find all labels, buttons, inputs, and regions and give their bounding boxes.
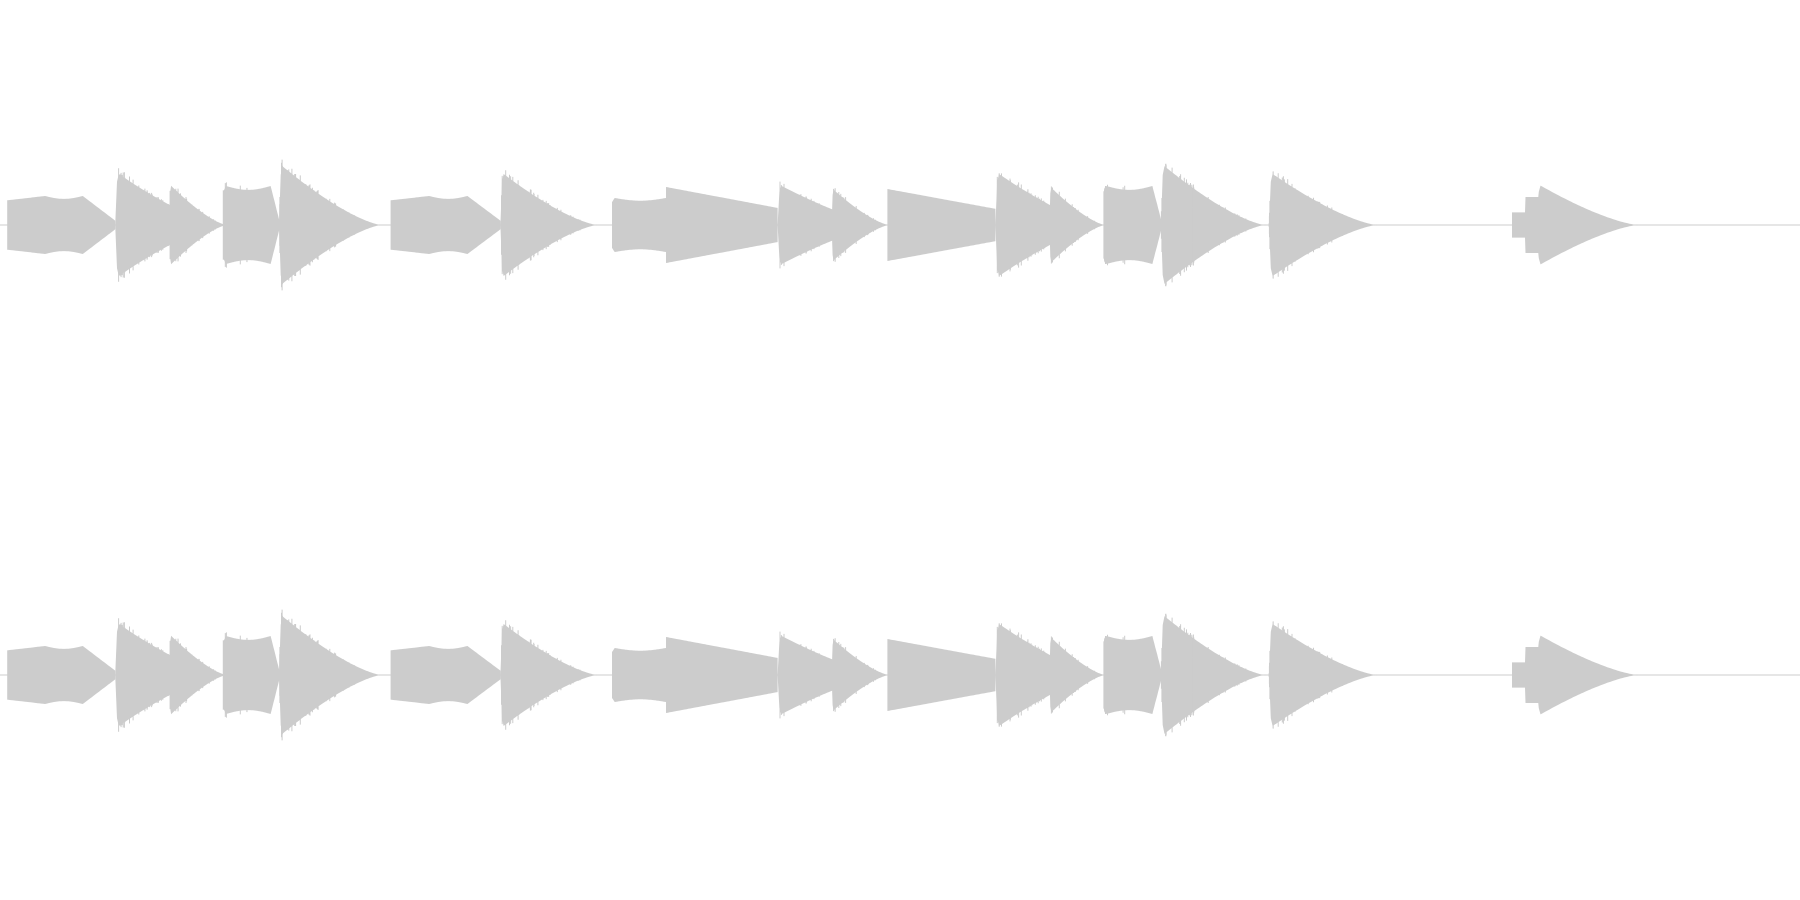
waveform-burst — [1512, 647, 1539, 703]
waveform-burst — [612, 648, 666, 702]
waveform-channel-2 — [0, 609, 1800, 741]
waveform-burst — [223, 636, 279, 714]
waveform-burst — [1512, 197, 1539, 253]
waveform-burst-spikes — [501, 620, 581, 730]
waveform-burst — [1535, 635, 1638, 715]
waveform-burst-spikes — [1049, 186, 1095, 264]
waveform-burst — [1049, 637, 1106, 713]
waveform-burst-spikes — [1160, 163, 1247, 287]
waveform-burst — [612, 198, 666, 252]
waveform-burst-spikes — [1049, 636, 1095, 714]
waveform-burst — [169, 635, 227, 715]
waveform-channel-1 — [0, 159, 1800, 291]
waveform-burst — [7, 196, 116, 254]
waveform-burst — [169, 185, 227, 265]
waveform-burst — [887, 189, 996, 261]
waveform-burst — [390, 196, 501, 254]
waveform-burst — [831, 639, 890, 711]
waveform-burst-spikes — [169, 638, 216, 712]
waveform-burst — [1103, 636, 1161, 714]
waveform-burst-spikes — [222, 182, 248, 268]
waveform-burst — [390, 646, 501, 704]
waveform-burst-spikes — [278, 159, 356, 291]
waveform-burst-spikes — [1104, 634, 1126, 716]
waveform-burst — [1161, 616, 1266, 734]
waveform-burst-spikes — [222, 632, 248, 718]
waveform-burst-spikes — [169, 188, 216, 262]
waveform-burst — [666, 187, 778, 263]
waveform-burst — [223, 186, 279, 264]
waveform-burst — [1161, 166, 1266, 284]
waveform-burst-spikes — [833, 188, 876, 262]
waveform-burst — [1049, 187, 1106, 263]
waveform-burst — [887, 639, 996, 711]
waveform-burst — [831, 189, 890, 261]
waveform-burst — [1535, 185, 1638, 265]
waveform-burst — [7, 646, 116, 704]
waveform-burst — [666, 637, 778, 713]
waveform-burst-spikes — [833, 638, 876, 712]
waveform-burst-spikes — [1268, 171, 1343, 279]
waveform-burst-spikes — [1104, 184, 1126, 266]
waveform-burst-spikes — [278, 609, 356, 741]
waveform-burst — [1103, 186, 1161, 264]
waveform-burst-spikes — [501, 170, 581, 280]
waveform-burst-spikes — [1268, 621, 1343, 729]
waveform-burst-spikes — [1160, 613, 1247, 737]
waveform-burst — [1269, 624, 1377, 726]
waveform-burst — [1269, 174, 1377, 276]
